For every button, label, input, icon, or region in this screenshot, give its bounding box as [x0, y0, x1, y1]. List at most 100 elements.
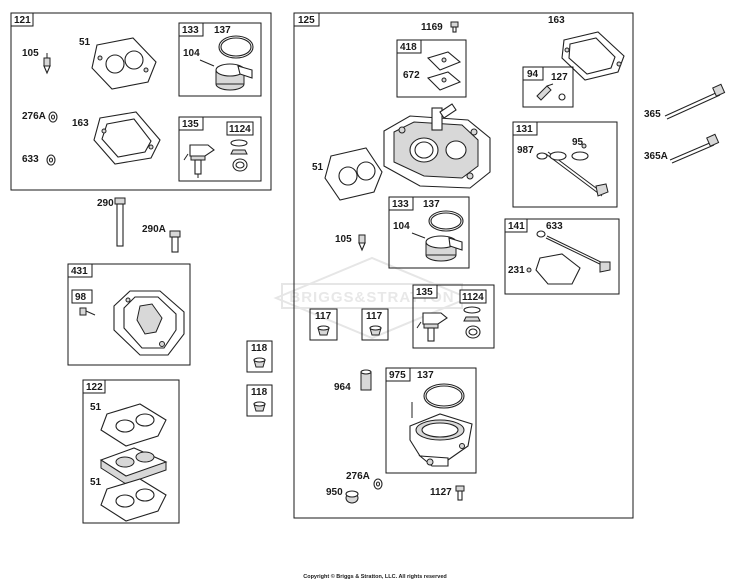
label-121: 121 [14, 15, 31, 26]
part-1127-screw [455, 485, 465, 501]
callout-365A: 365A [644, 151, 668, 162]
label-431: 431 [71, 266, 88, 277]
callout-127: 127 [551, 72, 568, 83]
label-118-b: 118 [251, 387, 268, 398]
callout-137: 137 [214, 25, 231, 36]
callout-290: 290 [97, 198, 114, 209]
part-131-shaft [536, 143, 609, 197]
part-1169-screw [450, 21, 459, 33]
callout-51-d: 51 [312, 162, 324, 173]
label-133: 133 [182, 25, 199, 36]
callout-105: 105 [22, 48, 39, 59]
part-137-oring-b [428, 210, 464, 232]
callout-633: 633 [22, 154, 39, 165]
group-box-133-top [178, 22, 262, 97]
callout-987: 987 [517, 145, 534, 156]
group-box-125 [293, 12, 634, 519]
callout-163-b: 163 [548, 15, 565, 26]
callout-964: 964 [334, 382, 351, 393]
callout-633-b: 633 [546, 221, 563, 232]
part-133-float-b [425, 235, 463, 262]
label-122: 122 [86, 382, 103, 393]
group-box-118-a [246, 340, 273, 373]
copyright-notice: Copyright © Briggs & Stratton, LLC. All … [303, 573, 447, 580]
part-104-pin-b [411, 232, 426, 239]
callout-163: 163 [72, 118, 89, 129]
label-117-b: 117 [366, 311, 383, 322]
group-box-94 [522, 66, 574, 108]
callout-290A: 290A [142, 224, 166, 235]
callout-365: 365 [644, 109, 661, 120]
label-1124: 1124 [229, 124, 251, 135]
label-135-b: 135 [416, 287, 433, 298]
label-125: 125 [298, 15, 315, 26]
part-105-needle [43, 53, 51, 75]
group-box-141 [504, 218, 620, 295]
callout-51: 51 [79, 37, 91, 48]
label-98: 98 [75, 292, 87, 303]
label-94: 94 [527, 69, 539, 80]
part-1124-kit [230, 139, 248, 172]
part-98-screw [79, 307, 96, 316]
callout-137-c: 137 [417, 370, 434, 381]
callout-104-b: 104 [393, 221, 410, 232]
group-box-418 [396, 39, 467, 98]
part-133-float [215, 63, 253, 91]
callout-276A-b: 276A [346, 471, 370, 482]
part-51-gasket-d [324, 147, 383, 201]
part-290A-bolt [169, 230, 181, 253]
group-box-122 [82, 379, 180, 524]
part-418-bracket [426, 51, 462, 91]
part-633-washer [46, 154, 56, 166]
group-box-135-mid [412, 284, 495, 349]
part-163-gasket [93, 111, 161, 165]
callout-1127: 1127 [430, 487, 452, 498]
part-163-gasket-b [561, 31, 625, 81]
part-137-oring-c [423, 383, 465, 409]
group-box-131 [512, 121, 618, 208]
group-tag-121 [10, 12, 34, 27]
part-51-gasket [91, 37, 157, 90]
callout-276A: 276A [22, 111, 46, 122]
group-box-117-a [309, 308, 338, 341]
part-122-spacer [99, 447, 168, 485]
part-135-solenoid [183, 144, 215, 178]
group-box-975 [385, 367, 477, 474]
group-box-133-mid [388, 196, 470, 269]
part-975-bowl [409, 402, 473, 467]
group-box-117-b [361, 308, 389, 341]
part-1124-kit-b [463, 306, 481, 339]
part-135-solenoid-b [416, 312, 448, 342]
part-51-gasket-bottom [100, 478, 167, 522]
label-141: 141 [508, 221, 525, 232]
label-975: 975 [389, 370, 406, 381]
part-117-plug-a [317, 325, 330, 336]
label-117-a: 117 [315, 311, 332, 322]
part-276A-washer [48, 111, 58, 123]
group-box-118-b [246, 384, 273, 417]
part-964-sleeve [360, 369, 372, 391]
group-box-121 [10, 12, 272, 191]
callout-672: 672 [403, 70, 420, 81]
callout-950: 950 [326, 487, 343, 498]
label-131: 131 [516, 124, 533, 135]
label-418: 418 [400, 42, 417, 53]
part-94-screw [536, 83, 566, 101]
part-carburetor-body [383, 103, 491, 189]
part-137-oring [218, 35, 254, 59]
callout-105-b: 105 [335, 234, 352, 245]
label-118-a: 118 [251, 343, 268, 354]
label-133-b: 133 [392, 199, 409, 210]
callout-231: 231 [508, 265, 525, 276]
part-118-plug-b [253, 401, 266, 412]
group-box-431 [67, 263, 191, 366]
part-141-shaft [526, 230, 611, 285]
part-950-plug [345, 490, 359, 504]
group-box-135-top [178, 116, 262, 182]
part-365A-stud [669, 133, 720, 164]
callout-104: 104 [183, 48, 200, 59]
part-104-pin [199, 59, 215, 67]
callout-51-c: 51 [90, 477, 102, 488]
